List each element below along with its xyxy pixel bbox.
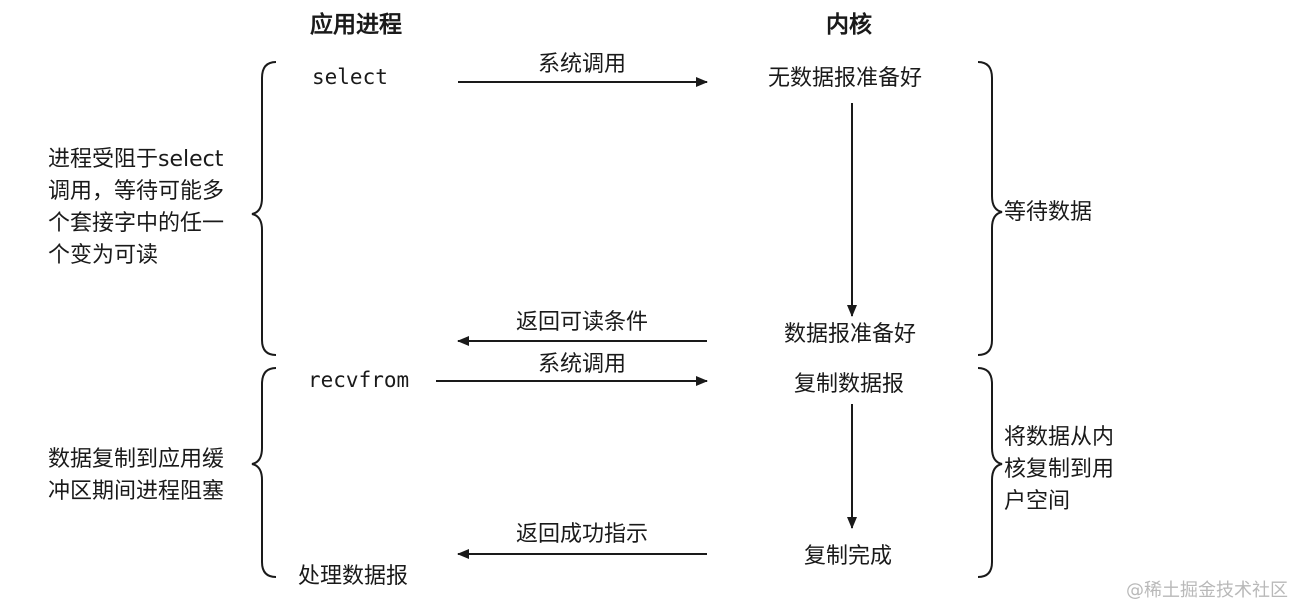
right-brace-copy-data — [977, 367, 1003, 578]
label-syscall-2: 系统调用 — [538, 352, 627, 377]
left-brace-select — [251, 61, 277, 356]
label-return-readable: 返回可读条件 — [516, 310, 649, 335]
note-copy-kernel-to-user: 将数据从内 核复制到用 户空间 — [1004, 422, 1114, 518]
note-line: 进程受阻于select — [48, 147, 224, 172]
note-line: 核复制到用 — [1004, 457, 1115, 482]
note-blocked-in-select: 进程受阻于select 调用，等待可能多 个套接字中的任一 个变为可读 — [48, 144, 224, 272]
note-line: 个变为可读 — [48, 243, 159, 268]
label-syscall-1: 系统调用 — [538, 52, 627, 77]
note-line: 调用，等待可能多 — [48, 179, 225, 204]
note-line: 户空间 — [1004, 489, 1071, 514]
watermark: @稀土掘金技术社区 — [1126, 580, 1288, 601]
label-return-success: 返回成功指示 — [516, 522, 649, 547]
note-wait-for-data: 等待数据 — [1004, 200, 1093, 225]
kernel-step-no-datagram: 无数据报准备好 — [768, 66, 923, 91]
kernel-step-copy-complete: 复制完成 — [804, 544, 893, 569]
note-line: 数据复制到应用缓 — [48, 447, 225, 472]
note-blocked-during-copy: 数据复制到应用缓 冲区期间进程阻塞 — [48, 444, 224, 508]
header-app-process: 应用进程 — [310, 12, 402, 38]
header-kernel: 内核 — [826, 12, 872, 38]
right-brace-wait-data — [977, 61, 1003, 356]
kernel-step-datagram-ready: 数据报准备好 — [784, 322, 917, 347]
note-line: 冲区期间进程阻塞 — [48, 479, 225, 504]
note-line: 个套接字中的任一 — [48, 211, 225, 236]
process-step-select: select — [312, 65, 388, 89]
note-line: 将数据从内 — [1004, 425, 1115, 450]
process-step-recvfrom: recvfrom — [308, 368, 410, 392]
left-brace-recvfrom — [251, 367, 277, 578]
kernel-step-copy-datagram: 复制数据报 — [794, 372, 905, 397]
process-step-handle-datagram: 处理数据报 — [298, 564, 409, 589]
